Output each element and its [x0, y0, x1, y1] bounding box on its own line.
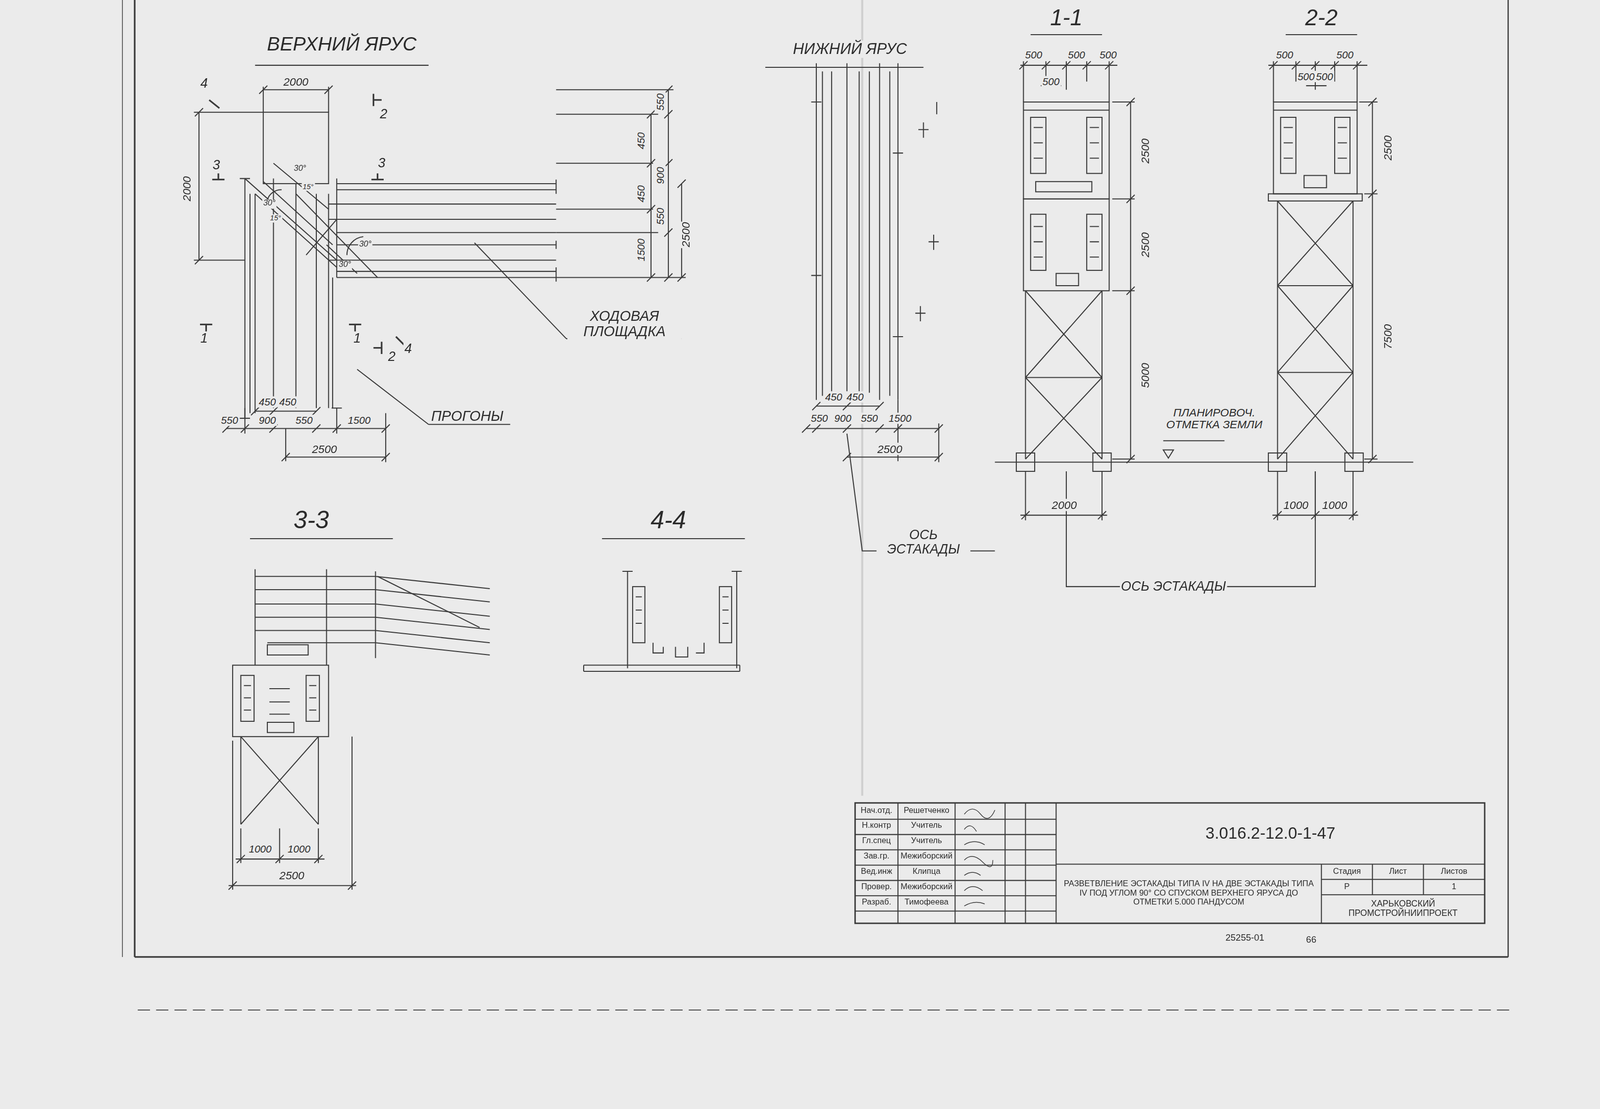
drawing-label: 500: [1098, 49, 1118, 61]
drawing-label: 15°: [301, 182, 315, 191]
drawing-label: ПРОГОНЫ: [430, 408, 505, 425]
view-title: ВЕРХНИЙ ЯРУС: [265, 34, 418, 56]
drawing-label: 450: [635, 184, 647, 204]
drawing-label: 500: [1066, 49, 1087, 61]
drawing-label: 2500: [1381, 134, 1395, 162]
title-block-cell: Р: [1343, 882, 1351, 892]
drawing-label: 1000: [286, 843, 312, 855]
drawing-label: 2500: [679, 221, 693, 249]
drawing-label: 500: [1024, 49, 1044, 61]
drawing-label: 2000: [1050, 499, 1079, 512]
drawing-label: 2: [387, 350, 397, 365]
drawing-label: 15°: [269, 214, 283, 223]
title-block-cell: Межиборский: [899, 852, 954, 862]
drawing-label: 1000: [1321, 499, 1349, 512]
drawing-label: 450: [257, 396, 278, 408]
drawing-label: 550: [654, 206, 666, 227]
drawing-label: 1500: [347, 414, 372, 427]
title-block-cell: Листов: [1439, 867, 1469, 877]
drawing-label: 1: [352, 331, 362, 346]
drawing-label: 450: [278, 396, 298, 408]
drawing-label: 30°: [292, 164, 307, 174]
title-block-cell: Разраб.: [860, 898, 893, 908]
title-block-cell: 3.016.2-12.0-1-47: [1204, 824, 1337, 843]
drawing-label: 2500: [1138, 231, 1151, 259]
title-block-cell: Провер.: [860, 883, 894, 893]
drawing-label: 2500: [876, 442, 904, 455]
drawing-label: ХОДОВАЯ ПЛОЩАДКА: [567, 308, 682, 341]
drawing-label: ОСЬ ЭСТАКАДЫ: [876, 528, 971, 558]
title-block-cell: Нач.отд.: [859, 806, 894, 816]
drawing-label: 450: [845, 391, 865, 403]
drawing-label: 7500: [1381, 323, 1395, 351]
drawing-label: 1000: [1282, 499, 1310, 512]
title-block-cell: Вед.инж: [859, 867, 894, 877]
drawing-label: 550: [294, 414, 314, 427]
drawing-label: 550: [654, 92, 666, 112]
title-block-cell: Решетченко: [902, 806, 950, 816]
drawing-label: 30°: [337, 260, 352, 270]
drawing-label: 2: [378, 106, 389, 122]
drawing-label: 500: [1296, 70, 1316, 83]
title-block-cell: 1: [1450, 882, 1458, 892]
drawing-label: 500: [1314, 70, 1335, 83]
title-block-cell: Межиборский: [899, 883, 954, 893]
drawing-label: 4: [403, 341, 413, 356]
view-title: 2-2: [1303, 5, 1339, 31]
drawing-label: 2000: [282, 75, 310, 88]
title-block-cell: ХАРЬКОВСКИЙ ПРОМСТРОЙНИИПРОЕКТ: [1325, 899, 1481, 919]
drawing-label: 900: [654, 165, 666, 186]
drawing-label: 500: [1335, 49, 1355, 61]
drawing-label: 1: [199, 331, 209, 346]
drawing-label: 2000: [180, 175, 194, 203]
drawing-label: 2500: [310, 442, 339, 455]
drawing-label: 450: [824, 391, 844, 403]
view-title: НИЖНИЙ ЯРУС: [792, 40, 908, 58]
drawing-label: ПЛАНИРОВОЧ. ОТМЕТКА ЗЕМЛИ: [1164, 405, 1264, 431]
drawing-label: 5000: [1138, 361, 1151, 390]
drawing-label: 900: [833, 412, 853, 425]
title-block-cell: Учитель: [909, 821, 944, 831]
drawing-label: 500: [1041, 76, 1061, 88]
drawing-label: 2500: [1138, 137, 1151, 165]
drawing-label: 2500: [278, 869, 306, 882]
view-title: 4-4: [649, 506, 688, 534]
title-block-cell: Лист: [1388, 867, 1408, 877]
drawing-label: 450: [635, 131, 647, 151]
view-title: 3-3: [292, 506, 331, 534]
drawing-label: 25255-01: [1224, 933, 1266, 944]
title-block-cell: Тимофеева: [903, 898, 950, 908]
drawing-label: 1000: [248, 843, 273, 855]
title-block-cell: Стадия: [1332, 867, 1362, 877]
drawing-label: 3: [211, 157, 221, 173]
drawing-label: 1500: [887, 412, 913, 425]
drawing-label: ОСЬ ЭСТАКАДЫ: [1119, 579, 1227, 594]
drawing-label: 3: [376, 155, 387, 171]
title-block-cell: Клипца: [911, 867, 942, 877]
drawing-label: 1500: [635, 237, 647, 263]
title-block-cell: Н.контр: [860, 821, 893, 831]
drawing-label: 550: [220, 414, 240, 427]
title-block-cell: РАЗВЕТВЛЕНИЕ ЭСТАКАДЫ ТИПА IV НА ДВЕ ЭСТ…: [1060, 880, 1318, 907]
drawing-label: 30°: [357, 240, 373, 250]
drawing-label: 500: [1275, 49, 1295, 61]
drawing-label: 30°: [262, 199, 277, 209]
drawing-label: 550: [859, 412, 880, 425]
drawing-label: 66: [1304, 935, 1318, 946]
view-title: 1-1: [1049, 5, 1084, 31]
title-block-cell: Зав.гр.: [862, 852, 891, 862]
drawing-label: 4: [199, 76, 209, 91]
drawing-label: 900: [257, 414, 278, 427]
title-block-cell: Учитель: [909, 837, 944, 847]
title-block-cell: Гл.спец: [861, 837, 893, 847]
drawing-label: 550: [809, 412, 830, 425]
